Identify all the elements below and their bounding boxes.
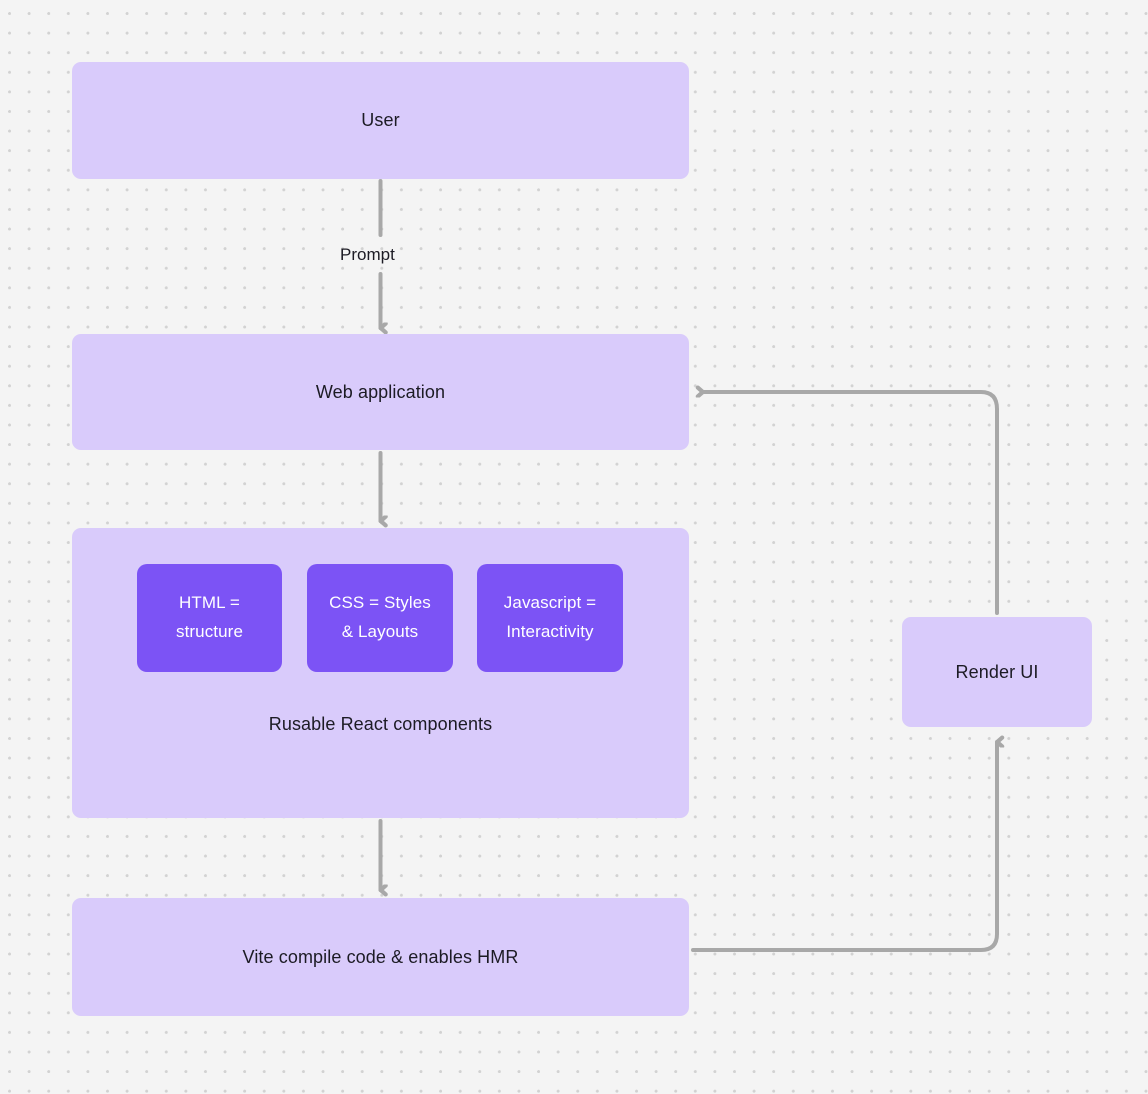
node-render-ui-label: Render UI [955, 661, 1039, 682]
node-css-label: CSS = Styles & Layouts [329, 589, 431, 646]
node-vite[interactable]: Vite compile code & enables HMR [72, 898, 689, 1016]
node-vite-label: Vite compile code & enables HMR [242, 946, 519, 967]
edge-label-prompt: Prompt [340, 245, 395, 264]
node-user[interactable]: User [72, 62, 689, 179]
edge-vite-to-render-ui [691, 742, 997, 952]
node-css-line2: & Layouts [341, 622, 419, 641]
node-web-application-label: Web application [315, 381, 446, 402]
node-html[interactable]: HTML = structure [137, 564, 282, 672]
node-javascript-line1: Javascript = [503, 593, 597, 613]
node-render-ui[interactable]: Render UI [902, 617, 1092, 727]
node-html-line2: structure [175, 622, 244, 641]
node-javascript-line2: Interactivity [506, 622, 594, 641]
node-html-line1: HTML = [179, 593, 240, 613]
node-web-application[interactable]: Web application [72, 334, 689, 450]
node-css-line1: CSS = Styles [329, 593, 431, 613]
node-user-label: User [361, 110, 400, 130]
node-html-label: HTML = structure [176, 589, 243, 646]
node-react-components-caption: Rusable React components [268, 714, 493, 734]
edge-render-ui-to-web-app [703, 392, 999, 615]
node-css[interactable]: CSS = Styles & Layouts [307, 564, 453, 672]
node-javascript[interactable]: Javascript = Interactivity [477, 564, 623, 672]
node-javascript-label: Javascript = Interactivity [504, 589, 596, 646]
